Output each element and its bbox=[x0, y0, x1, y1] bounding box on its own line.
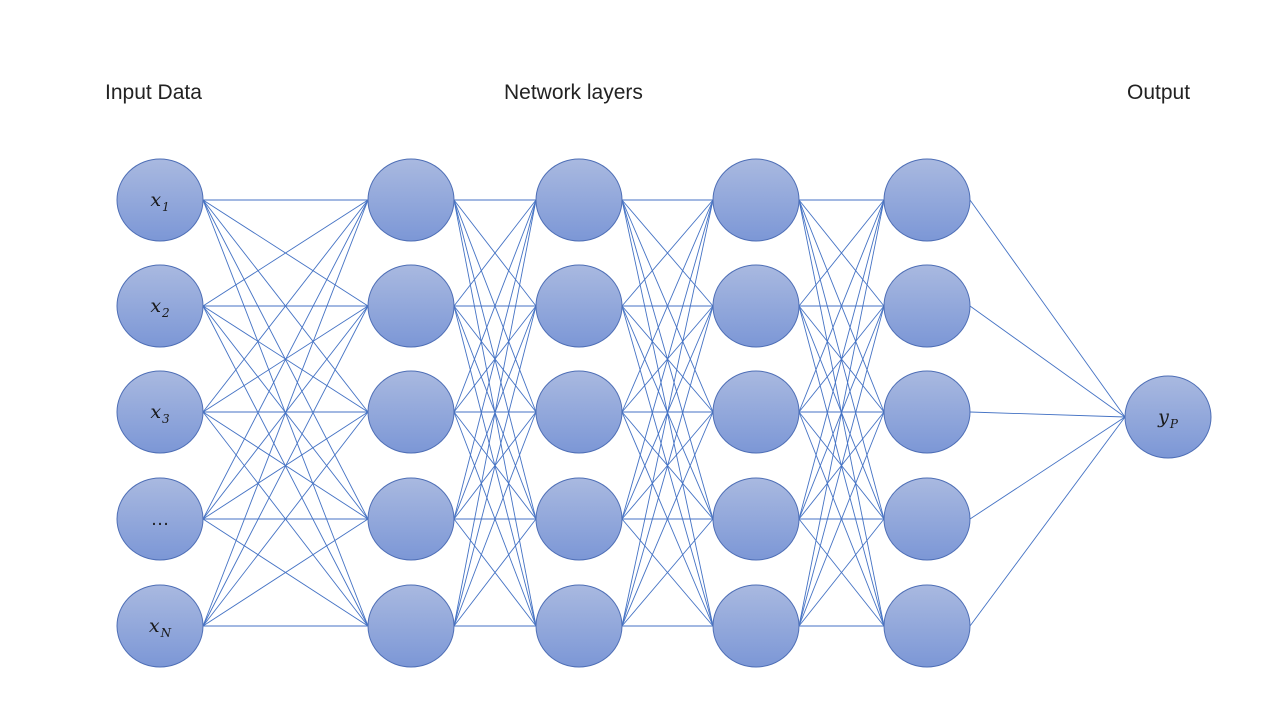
hidden-node bbox=[712, 370, 800, 454]
hidden-node bbox=[535, 477, 623, 561]
connection-edge bbox=[621, 305, 714, 627]
connection-edge bbox=[453, 411, 537, 627]
output-connection-edge bbox=[969, 411, 1126, 418]
input-node-label: x2 bbox=[150, 295, 169, 320]
connection-edge bbox=[453, 199, 537, 307]
connection-edge bbox=[621, 199, 714, 307]
connection-edge bbox=[202, 411, 369, 627]
connection-edge bbox=[621, 199, 714, 413]
hidden-node bbox=[535, 584, 623, 668]
hidden-node bbox=[883, 158, 971, 242]
connection-edge bbox=[453, 199, 537, 520]
connection-edge bbox=[202, 199, 369, 307]
hidden-node bbox=[883, 477, 971, 561]
hidden-node bbox=[883, 584, 971, 668]
hidden-node bbox=[367, 477, 455, 561]
input-node-label-base: … bbox=[151, 509, 170, 530]
connection-edge bbox=[621, 518, 714, 627]
output-connection-edge bbox=[969, 305, 1126, 418]
output-node bbox=[1124, 375, 1212, 459]
connections bbox=[202, 199, 1126, 627]
hidden-node bbox=[367, 264, 455, 348]
input-node-label-base: x bbox=[149, 615, 160, 637]
output-node-label-subscript: P bbox=[1169, 417, 1179, 431]
connection-edge bbox=[453, 199, 537, 413]
connection-edge bbox=[202, 199, 369, 413]
connection-edge bbox=[798, 199, 885, 627]
input-node-label-subscript: 2 bbox=[161, 306, 170, 320]
input-node bbox=[116, 477, 204, 561]
hidden-node bbox=[367, 370, 455, 454]
output-connection-edge bbox=[969, 416, 1126, 627]
input-node bbox=[116, 584, 204, 668]
connection-edge bbox=[202, 305, 369, 627]
connection-edge bbox=[621, 411, 714, 627]
input-node-label: x1 bbox=[150, 189, 169, 214]
network-layers-label: Network layers bbox=[504, 81, 643, 104]
connection-edge bbox=[453, 518, 537, 627]
input-node-label-base: x bbox=[150, 295, 161, 317]
connection-edge bbox=[453, 199, 537, 627]
hidden-node bbox=[712, 477, 800, 561]
output-node-label-base: y bbox=[1157, 406, 1169, 428]
input-node-label-subscript: 1 bbox=[162, 200, 170, 214]
hidden-node bbox=[883, 264, 971, 348]
connection-edge bbox=[202, 199, 369, 627]
connection-edge bbox=[453, 305, 537, 627]
connection-edge bbox=[202, 199, 369, 520]
input-node bbox=[116, 158, 204, 242]
connection-edge bbox=[798, 199, 885, 520]
hidden-node bbox=[535, 370, 623, 454]
connection-edge bbox=[798, 411, 885, 627]
input-node-label: xN bbox=[149, 615, 172, 640]
input-node bbox=[116, 370, 204, 454]
hidden-node bbox=[367, 584, 455, 668]
output-label: Output bbox=[1127, 81, 1191, 104]
input-node-label: x3 bbox=[150, 401, 170, 426]
connection-edge bbox=[621, 199, 714, 520]
output-connection-edge bbox=[969, 416, 1126, 520]
hidden-node bbox=[712, 158, 800, 242]
input-node-label-subscript: N bbox=[160, 626, 172, 640]
input-node-label-base: x bbox=[150, 189, 161, 211]
hidden-node bbox=[712, 584, 800, 668]
input-node-label: … bbox=[151, 509, 170, 530]
hidden-node bbox=[535, 158, 623, 242]
hidden-node bbox=[367, 158, 455, 242]
connection-edge bbox=[621, 199, 714, 627]
hidden-node bbox=[883, 370, 971, 454]
connection-edge bbox=[798, 199, 885, 413]
hidden-node bbox=[535, 264, 623, 348]
hidden-node bbox=[712, 264, 800, 348]
connection-edge bbox=[798, 518, 885, 627]
connection-edge bbox=[798, 199, 885, 307]
input-node-label-subscript: 3 bbox=[162, 412, 170, 426]
output-node-label: yP bbox=[1157, 406, 1179, 431]
connection-edge bbox=[798, 305, 885, 627]
output-connection-edge bbox=[969, 199, 1126, 418]
input-node bbox=[116, 264, 204, 348]
input-data-label: Input Data bbox=[105, 81, 202, 104]
connection-edge bbox=[202, 518, 369, 627]
input-node-label-base: x bbox=[150, 401, 161, 423]
